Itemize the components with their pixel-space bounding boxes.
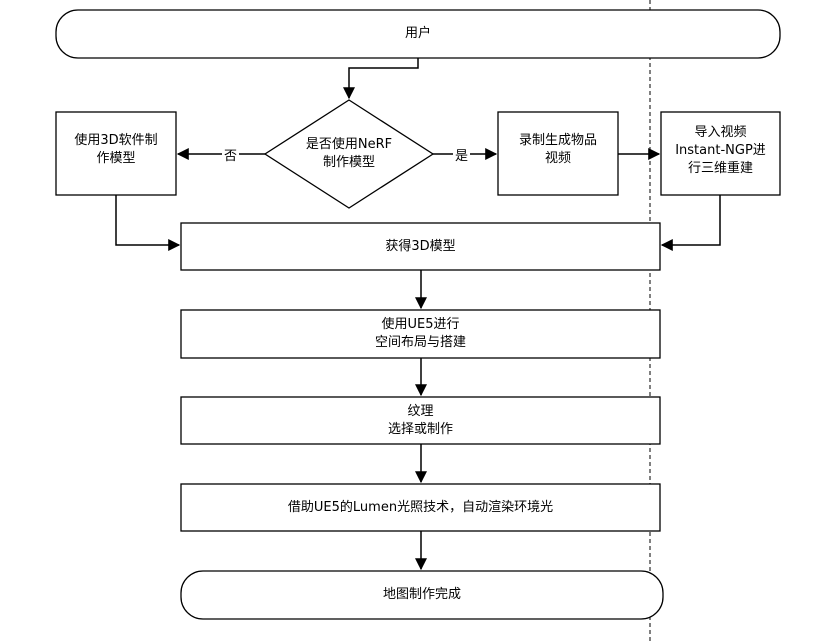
decision-node xyxy=(263,99,435,209)
ue5-layout-label: 使用UE5进行 空间布局与搭建 xyxy=(374,317,466,350)
record-video-node xyxy=(497,111,619,196)
import-video-node xyxy=(660,111,781,196)
record-video-label: 录制生成物品 视频 xyxy=(518,133,597,166)
decision-label: 是否使用NeRF 制作模型 xyxy=(305,137,393,170)
texture-label: 纹理 选择或制作 xyxy=(387,403,453,437)
edge-label-yes: 是 xyxy=(453,145,471,164)
software-3d-label: 使用3D软件制 作模型 xyxy=(74,133,158,166)
done-node xyxy=(180,570,664,620)
edge-user-decision xyxy=(343,58,419,100)
ue5-layout-node xyxy=(180,309,661,359)
software-3d-node xyxy=(55,111,177,196)
edge-label-no: 否 xyxy=(222,145,240,164)
get-model-label: 获得3D模型 xyxy=(385,238,456,254)
edge-import-getmodel xyxy=(660,195,721,251)
user-label: 用户 xyxy=(404,26,431,41)
lumen-label: 借助UE5的Lumen光照技术，自动渲染环境光 xyxy=(287,499,554,515)
get-model-node xyxy=(180,222,661,271)
texture-node xyxy=(180,396,661,445)
import-video-label: 导入视频 Instant-NGP进 行三维重建 xyxy=(675,125,766,176)
edge-software-getmodel xyxy=(115,195,181,251)
done-label: 地图制作完成 xyxy=(382,587,461,602)
